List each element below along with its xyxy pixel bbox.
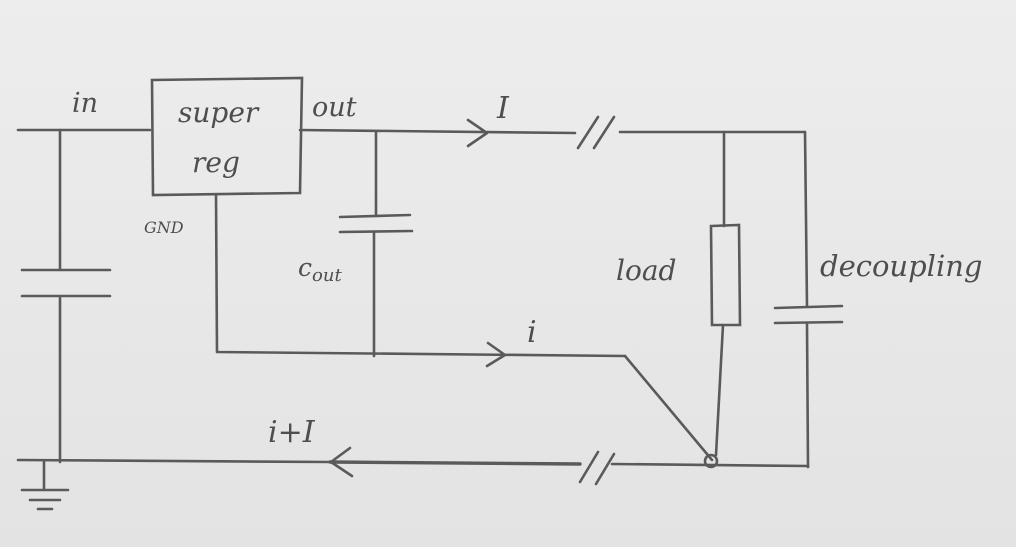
label-cout-sub: out: [312, 265, 342, 286]
earth-ground-icon: [20, 460, 70, 511]
label-in: in: [72, 88, 98, 119]
load-bottom-lead: [714, 323, 725, 457]
sense-diagonal: [623, 354, 714, 462]
decoupling-plate-bottom: [773, 320, 844, 325]
label-gnd: GND: [144, 218, 184, 237]
regulator-box: [150, 76, 304, 197]
label-current-i: i: [527, 315, 537, 350]
load-resistor: [709, 223, 742, 327]
break-mark-top: [576, 115, 616, 150]
label-regulator-line2: reg: [192, 146, 240, 179]
label-regulator-line1: super: [178, 96, 260, 129]
label-decoupling: decoupling: [820, 249, 982, 283]
gnd-wire: [214, 193, 627, 358]
cout-plate-bottom: [338, 229, 414, 234]
star-ground-node: [703, 453, 719, 469]
decoupling-bottom-lead: [805, 322, 810, 469]
label-current-I: I: [496, 91, 510, 126]
arrow-I: [466, 118, 489, 148]
label-out: out: [312, 92, 357, 123]
ground-return-right: [610, 462, 810, 468]
decoupling-top-lead: [803, 130, 809, 308]
ground-return-arrow-shaft: [328, 460, 582, 466]
cout-plate-top: [338, 213, 412, 219]
label-return-current: i+I: [268, 415, 316, 450]
label-load: load: [616, 254, 676, 287]
decoupling-plate-top: [773, 304, 844, 310]
output-wire-left: [298, 128, 577, 135]
ground-return-left: [16, 458, 332, 464]
label-cout: cout: [298, 253, 342, 286]
label-cout-main: c: [298, 253, 312, 282]
arrow-return: [329, 446, 354, 478]
break-mark-bottom: [578, 450, 616, 486]
arrow-i: [485, 341, 507, 368]
